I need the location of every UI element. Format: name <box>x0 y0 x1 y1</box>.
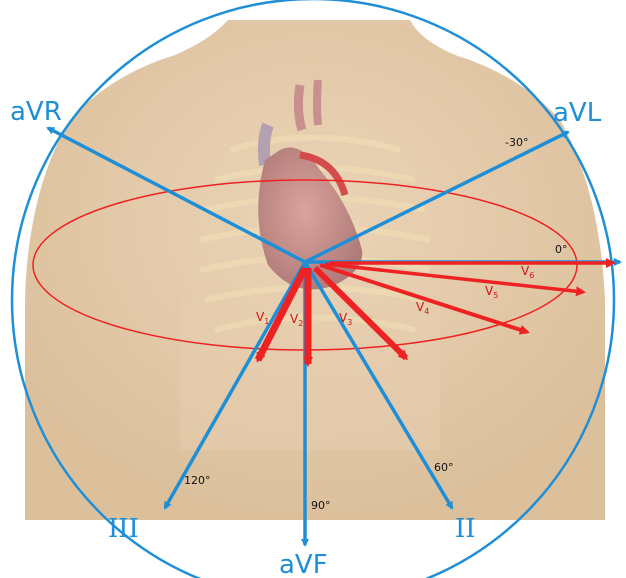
label-avf: aVF <box>279 550 328 578</box>
label-avr: aVR <box>10 97 62 127</box>
label-v2-num: 2 <box>298 319 303 328</box>
degree-avl: -30° <box>505 136 528 149</box>
degree-i: 0° <box>555 243 568 256</box>
degree-avf: 90° <box>311 499 331 512</box>
label-v1-num: 1 <box>264 317 269 326</box>
label-v4-num: 4 <box>424 307 429 316</box>
label-v5-num: 5 <box>493 291 498 300</box>
degree-iii: 120° <box>184 474 211 487</box>
label-ii: II <box>455 514 476 544</box>
label-v3-num: 3 <box>347 318 352 327</box>
degree-ii: 60° <box>434 461 454 474</box>
label-iii: III <box>108 514 139 544</box>
label-avl: aVL <box>553 98 602 128</box>
label-v6-num: 6 <box>529 271 534 280</box>
